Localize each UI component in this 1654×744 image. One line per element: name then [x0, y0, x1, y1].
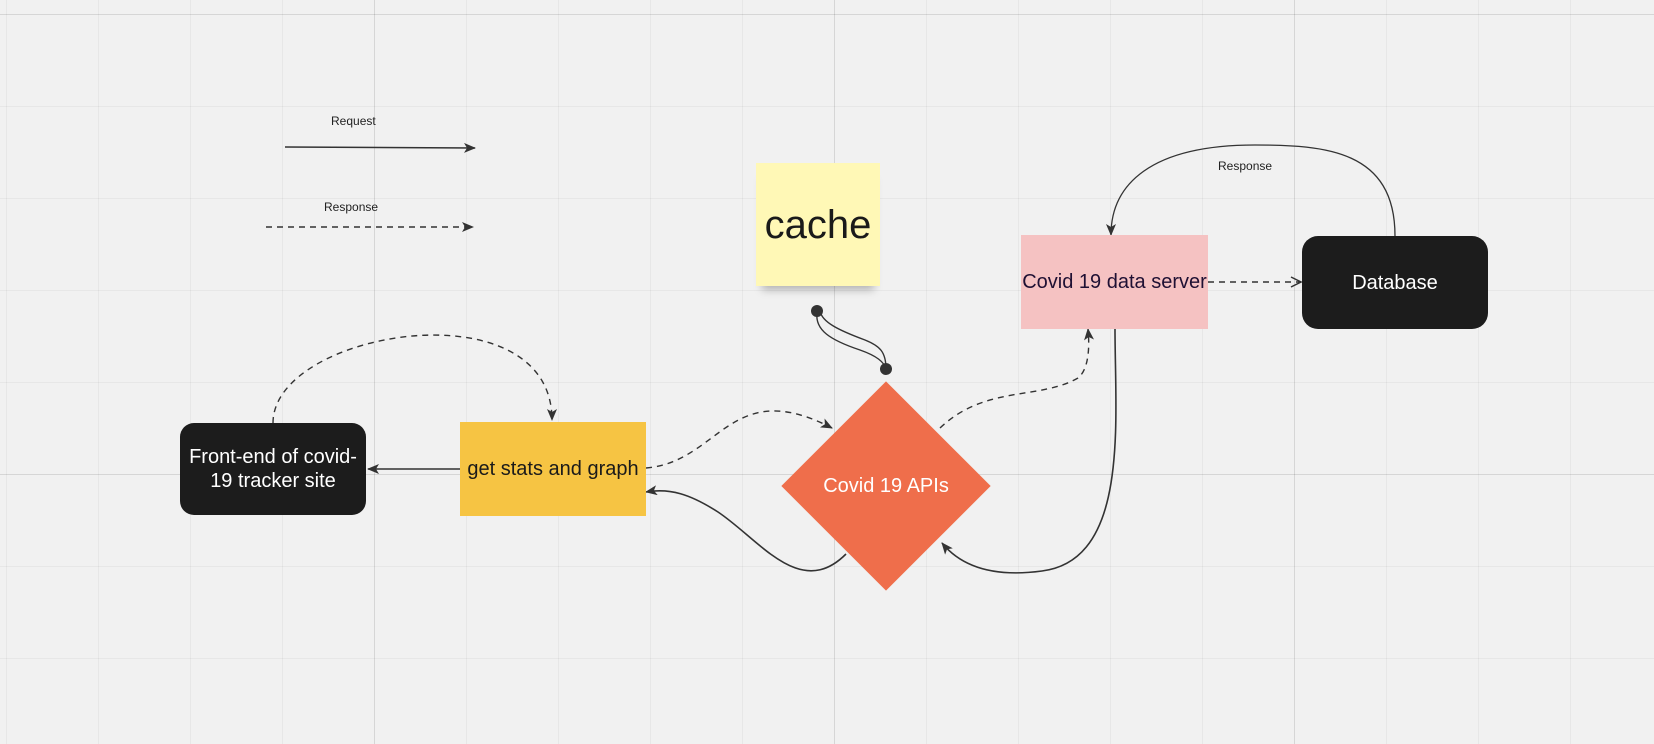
database-node-label: Database	[1352, 271, 1438, 294]
edge-stats-to-apis	[645, 410, 833, 469]
apis-node[interactable]: Covid 19 APIs	[806, 452, 966, 520]
cache-link-line-b	[819, 310, 887, 370]
edge-database-to-server	[1106, 144, 1396, 237]
cache-note-label: cache	[764, 202, 872, 247]
frontend-node-label: Front-end of covid-19 tracker site	[189, 446, 357, 492]
legend-request-arrow	[284, 142, 476, 153]
apis-node-label: Covid 19 APIs	[823, 475, 949, 497]
cache-link-line-a	[816, 312, 887, 370]
database-response-label: Response	[1218, 159, 1273, 173]
frontend-node[interactable]: Front-end of covid-19 tracker site	[180, 423, 366, 515]
edge-frontend-to-stats	[272, 334, 557, 424]
edge-server-to-apis	[941, 328, 1117, 574]
edge-apis-to-stats	[645, 485, 847, 572]
edge-apis-to-server	[939, 328, 1095, 429]
stats-node[interactable]: get stats and graph	[460, 422, 646, 516]
database-node[interactable]: Database	[1302, 236, 1488, 329]
stats-node-label: get stats and graph	[467, 458, 639, 480]
cache-link-dot-bottom	[880, 363, 892, 375]
cache-sticky-note[interactable]: cache	[756, 163, 880, 286]
cache-link-dot-top	[811, 305, 823, 317]
legend-response-label: Response	[324, 200, 379, 214]
server-node-label: Covid 19 data server	[1022, 271, 1207, 293]
server-node[interactable]: Covid 19 data server	[1021, 235, 1208, 329]
legend-request-label: Request	[331, 114, 376, 128]
